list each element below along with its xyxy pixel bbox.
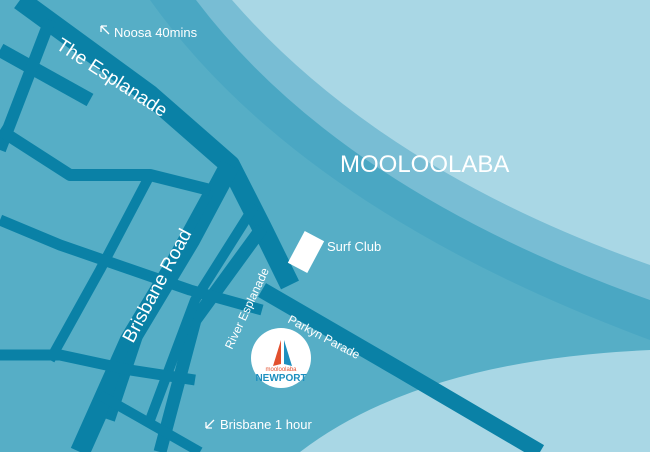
surf-club-building (287, 230, 325, 274)
arrow-up-left-icon (100, 25, 110, 35)
road-cross-lower (0, 349, 196, 386)
road-south-link (97, 390, 203, 452)
direction-label-brisbane: Brisbane 1 hour (220, 417, 312, 432)
sail-logo-icon (273, 340, 281, 366)
road-west-parallel (45, 172, 155, 363)
road-parkyn-parade (257, 283, 545, 452)
road-cross-middle (0, 214, 264, 316)
direction-label-noosa: Noosa 40mins (114, 25, 198, 40)
logo-brand-main: NEWPORT (255, 373, 306, 384)
road-river-esplanade (153, 224, 268, 452)
newport-logo: mooloolaba NEWPORT (251, 328, 311, 388)
logo-brand-top: mooloolaba (265, 367, 297, 373)
ocean (232, 0, 650, 265)
road-inner-south (105, 187, 215, 422)
sail-logo-icon-secondary (284, 340, 292, 366)
road-northwest (0, 43, 94, 107)
area-label-mooloolaba: MOOLOOLABA (340, 151, 509, 178)
arrow-down-left-icon (205, 419, 215, 429)
river-water (300, 350, 650, 452)
landmark-label-surf-club: Surf Club (327, 239, 381, 254)
road-network (0, 0, 545, 452)
road-cross-upper (0, 124, 212, 196)
